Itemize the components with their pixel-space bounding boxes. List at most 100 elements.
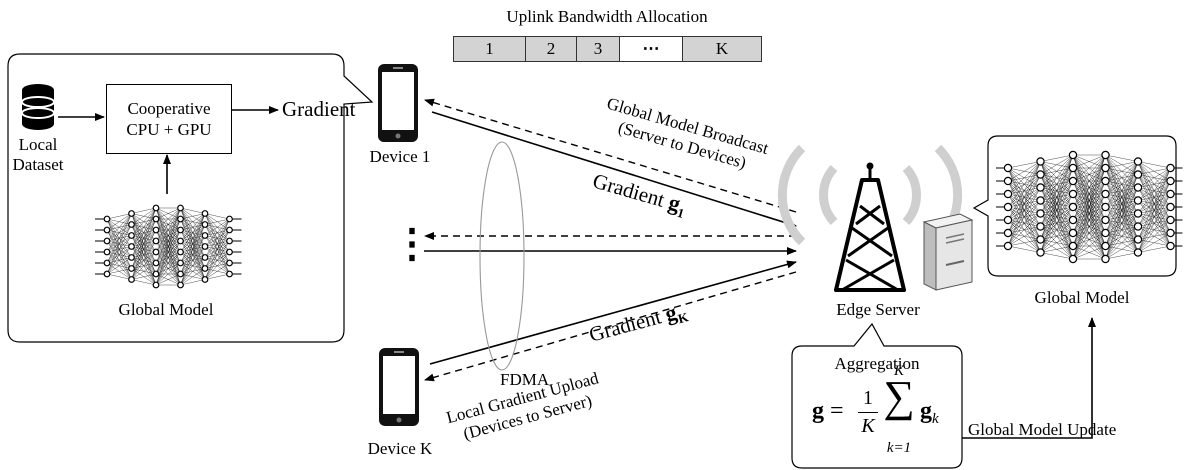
network-edge [155, 251, 181, 286]
network-edge [155, 207, 181, 253]
network-edge [1040, 154, 1074, 162]
network-node [103, 248, 111, 256]
network-edge [106, 235, 132, 275]
network-node [1003, 228, 1013, 238]
network-edge [180, 213, 206, 220]
network-edge [1072, 232, 1106, 260]
network-node [177, 248, 184, 256]
network-edge [1137, 167, 1171, 188]
server-global-model-label: Global Model [1034, 288, 1130, 307]
network-node [103, 270, 111, 278]
network-edge [155, 207, 181, 264]
network-node [152, 204, 160, 212]
network-edge [180, 213, 206, 231]
network-edge [204, 262, 230, 280]
aggregation-panel-outline [791, 322, 963, 469]
network-edge [1007, 213, 1041, 247]
network-edge [1040, 245, 1074, 253]
device-ellipsis: ⋮ [392, 221, 432, 266]
network-edge [1137, 167, 1171, 201]
antenna-tower-icon [777, 144, 963, 292]
network-edge [1137, 193, 1171, 253]
network-edge [1072, 154, 1106, 182]
network-node [226, 237, 233, 245]
gradient-k-arrow [429, 260, 797, 365]
network-edge [1137, 206, 1171, 253]
network-node [1068, 150, 1078, 160]
network-node [1068, 228, 1078, 238]
network-edge [180, 207, 206, 214]
network-node [1166, 163, 1175, 173]
bandwidth-title: Uplink Bandwidth Allocation [506, 7, 708, 26]
network-node [103, 226, 111, 234]
network-edge [1137, 167, 1171, 240]
network-node [1068, 215, 1078, 225]
network-edge [1007, 174, 1041, 247]
network-node [1133, 157, 1143, 166]
network-edge [1072, 154, 1106, 221]
network-edge [1105, 161, 1139, 182]
network-node [226, 248, 233, 256]
network-edge [1040, 219, 1074, 253]
network-edge [1105, 161, 1139, 195]
network-edge [1072, 154, 1106, 195]
network-edge [1137, 219, 1171, 253]
network-node [177, 270, 184, 278]
bandwidth-slot: K [682, 36, 762, 62]
network-node [152, 215, 160, 223]
aggregation-sum-upper: K [893, 363, 904, 379]
network-node [1133, 170, 1143, 179]
network-edge [131, 218, 157, 280]
network-edge [1007, 161, 1041, 234]
bandwidth-slot: 1 [453, 36, 526, 62]
network-edge [131, 262, 157, 280]
network-node [1003, 163, 1013, 173]
network-edge [1040, 154, 1074, 214]
network-edge [1007, 161, 1041, 208]
network-node [1166, 176, 1175, 186]
network-node [103, 215, 111, 223]
network-edge [155, 273, 181, 286]
network-node [201, 232, 209, 239]
network-edge [204, 273, 230, 280]
network-edge [1040, 180, 1074, 253]
network-node [177, 226, 184, 234]
network-node [226, 215, 233, 223]
network-edge [1105, 161, 1139, 169]
network-edge [1040, 154, 1074, 201]
network-node [1003, 241, 1013, 251]
network-edge [1072, 180, 1106, 260]
network-edge [131, 207, 157, 247]
network-edge [1072, 154, 1106, 247]
network-edge [1072, 154, 1106, 260]
network-edge [1105, 187, 1139, 260]
network-edge [1040, 154, 1074, 175]
network-edge [1072, 154, 1106, 208]
edge-server-label: Edge Server [836, 300, 920, 319]
network-node [152, 259, 160, 267]
network-node [1036, 222, 1045, 231]
network-edge [1072, 154, 1106, 234]
network-edge [131, 251, 157, 280]
network-node [1101, 215, 1110, 225]
network-edge [155, 207, 181, 286]
network-edge [1007, 161, 1041, 221]
fdma-ellipse [479, 141, 525, 371]
network-node [201, 221, 209, 228]
network-node [1133, 235, 1143, 244]
global-model-update-arrow [962, 317, 1096, 439]
network-edge [1105, 161, 1139, 208]
network-edge [204, 218, 230, 280]
network-node [1101, 241, 1110, 251]
network-node [152, 237, 160, 245]
network-edge [204, 251, 230, 280]
network-edge [1137, 245, 1171, 253]
network-edge [106, 213, 132, 253]
bandwidth-slot: 2 [525, 36, 577, 62]
network-node [1068, 241, 1078, 251]
network-edge [1072, 167, 1106, 260]
broadcast-link-bottom [424, 271, 797, 382]
network-node [152, 248, 160, 256]
network-node [1101, 202, 1110, 212]
